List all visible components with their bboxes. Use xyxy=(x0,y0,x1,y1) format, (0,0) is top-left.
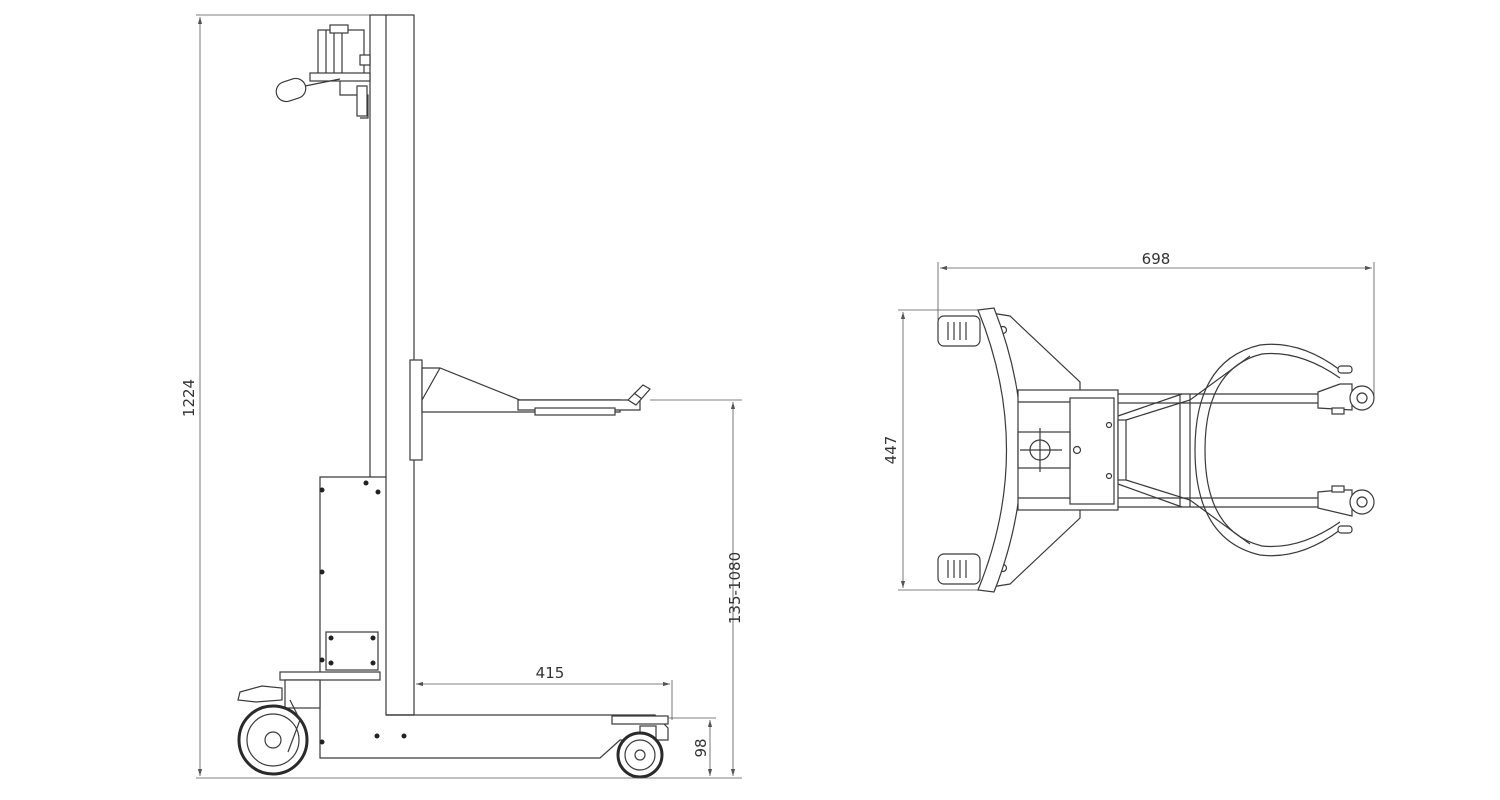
dimension-label-overall-length: 698 xyxy=(1142,250,1171,268)
loop-handle xyxy=(1194,343,1353,557)
dimension-label-fork-reach: 415 xyxy=(536,664,565,682)
winch-handle xyxy=(275,24,371,119)
lift-platform xyxy=(409,359,651,461)
base-chassis xyxy=(279,476,669,759)
dimension-label-base-height: 98 xyxy=(692,738,710,757)
dimension-label-overall-height: 1224 xyxy=(180,379,198,417)
dimension-overall-height: 1224 xyxy=(180,14,370,779)
rear-caster-wheel xyxy=(237,679,321,776)
top-chassis-frame xyxy=(1117,355,1365,545)
top-view: 698 447 xyxy=(882,250,1375,593)
top-front-casters xyxy=(1317,383,1375,517)
top-rear-casters xyxy=(937,315,981,585)
side-view: 1224 xyxy=(180,14,744,779)
dimension-base-height: 98 xyxy=(240,717,742,779)
dimension-lift-range: 135-1080 xyxy=(650,399,744,776)
dimension-fork-reach: 415 xyxy=(416,664,673,720)
dimension-label-lift-range: 135-1080 xyxy=(726,552,744,624)
front-caster-wheel xyxy=(616,725,664,779)
dimension-label-overall-width: 447 xyxy=(882,436,900,465)
dimension-overall-width: 447 xyxy=(882,309,990,591)
curved-bumper xyxy=(977,307,1023,593)
dimension-overall-length: 698 xyxy=(937,250,1375,398)
top-mast-block xyxy=(1017,389,1127,511)
